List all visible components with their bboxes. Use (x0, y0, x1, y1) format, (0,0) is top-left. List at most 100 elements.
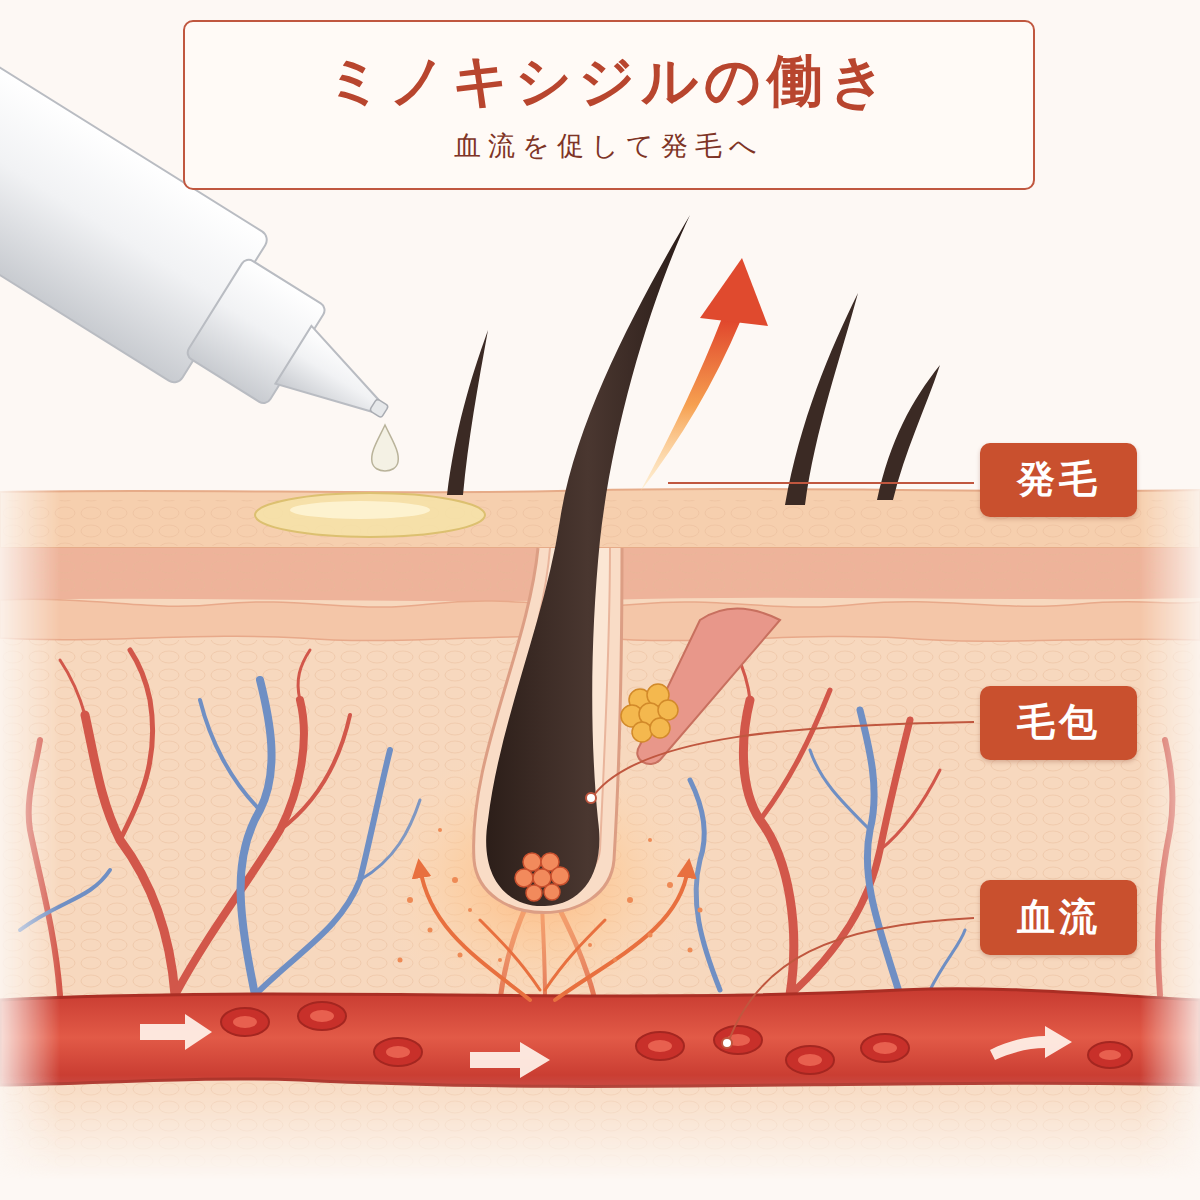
small-hairs (877, 365, 940, 500)
label-box: 毛包 (980, 686, 1137, 760)
blood-vessel (386, 1046, 410, 1058)
blood-vessel (861, 1034, 909, 1062)
blood-vessel (1088, 1042, 1132, 1068)
sebaceous-gland (650, 718, 670, 738)
capillaries (60, 660, 85, 715)
blood-vessel (0, 989, 1200, 1087)
capillaries (760, 690, 830, 820)
growth-arrows (480, 920, 540, 990)
sebaceous-gland (632, 722, 652, 742)
small-hairs (447, 330, 488, 495)
leader-dots (586, 793, 596, 803)
nutrient-dots (498, 958, 502, 962)
skin-section (0, 489, 1200, 1200)
nutrient-dots (648, 838, 652, 842)
dermal-papilla (551, 867, 569, 885)
blood-vessel (873, 1042, 897, 1054)
title: ミノキシジルの働き (326, 47, 892, 114)
small-hairs (447, 293, 940, 505)
nutrient-dots (468, 908, 472, 912)
capillaries (743, 700, 793, 995)
nutrient-dots (648, 933, 653, 938)
dermal-papilla (515, 869, 533, 887)
blood-vessel (310, 1010, 334, 1022)
capillaries (200, 700, 260, 810)
capillaries (280, 715, 350, 830)
blood-vessel (140, 1014, 1072, 1078)
label-text: 毛包 (1017, 700, 1101, 746)
nutrient-dots (438, 828, 442, 832)
nutrient-dots (458, 953, 463, 958)
blood-vessel (470, 1042, 550, 1078)
dermal-papilla (523, 853, 541, 871)
growth-arrow (640, 318, 740, 492)
label-text: 発毛 (1017, 457, 1101, 503)
label-text: 血流 (1017, 895, 1101, 941)
applied-drop (290, 501, 430, 519)
label-box: 血流 (980, 880, 1137, 955)
skin-section (0, 489, 1200, 1200)
subtitle: 血流を促して発毛へ (454, 128, 764, 163)
nutrient-dots (613, 958, 617, 962)
applied-drop (372, 425, 399, 471)
capillaries (298, 650, 310, 700)
blood-vessel (1099, 1050, 1121, 1060)
blood-vessel (786, 1046, 834, 1074)
hair-follicle (474, 215, 780, 913)
blood-vessel (0, 989, 1200, 1087)
blood-vessel (648, 1040, 672, 1052)
capillaries (930, 930, 965, 990)
blood-vessel (233, 1010, 1121, 1066)
capillaries (860, 710, 900, 995)
capillaries (790, 720, 910, 995)
arrector-muscle (637, 608, 780, 764)
growth-arrow (700, 258, 768, 326)
sebaceous-gland (658, 700, 678, 720)
capillaries (880, 770, 940, 850)
small-hairs (785, 293, 858, 505)
applied-drop (255, 425, 485, 537)
blood-vessel (233, 1016, 257, 1028)
blood-vessel (221, 1002, 1132, 1074)
growth-arrows (420, 868, 530, 1000)
nutrient-dots (688, 948, 693, 953)
ointment-tube (275, 326, 392, 435)
capillaries (20, 870, 110, 930)
growth-arrow (640, 258, 768, 492)
nutrient-dots (698, 908, 703, 913)
nutrient-dots (398, 958, 403, 963)
capillaries (1158, 740, 1172, 995)
nutrient-dots (667, 882, 673, 888)
blood-vessel (140, 1014, 212, 1050)
dermal-papilla (526, 885, 542, 901)
capillaries (29, 740, 60, 995)
nutrient-dots (588, 943, 592, 947)
nutrient-dots (398, 828, 703, 963)
capillaries (241, 680, 272, 995)
dermal-papilla (515, 853, 569, 901)
nutrient-dots (407, 897, 413, 903)
leader-lines (594, 483, 974, 1040)
sebaceous-gland (621, 684, 678, 742)
blood-vessel (374, 1038, 422, 1066)
hair-shaft (486, 215, 690, 906)
leader-lines (594, 722, 974, 795)
leader-lines (729, 918, 974, 1040)
blood-vessel (221, 1008, 269, 1036)
capillaries (85, 715, 175, 995)
ointment-tube (369, 399, 388, 418)
leader-dots (722, 1038, 732, 1048)
nutrient-dots (428, 928, 433, 933)
leader-lines (668, 482, 974, 484)
dermal-papilla (544, 884, 560, 900)
capillaries (810, 750, 870, 830)
blood-vessel (798, 1054, 822, 1066)
blood-vessel (636, 1032, 684, 1060)
applied-drop (255, 493, 485, 537)
leader-dots (586, 793, 732, 1048)
growth-arrows (545, 920, 605, 990)
nutrient-dots (452, 877, 458, 883)
growth-arrows (555, 868, 688, 1000)
blood-vessel (990, 1026, 1072, 1060)
